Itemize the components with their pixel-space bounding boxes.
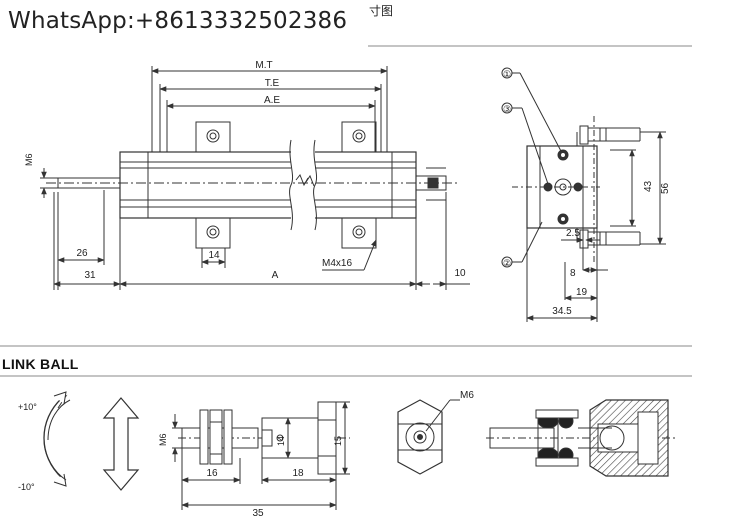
mount-tab-top-left: [195, 121, 231, 153]
dim-26-label: 26: [76, 248, 88, 259]
link-d16-label: 16: [206, 468, 218, 479]
mount-tab-top-right: [341, 121, 377, 153]
dim-te-label: T.E: [265, 78, 280, 89]
angle-pos-label: +10°: [18, 402, 37, 412]
angle-arc-icon: [43, 397, 63, 479]
side-view-group: ① ③ ② 43 56 2.5 8 19 34.5: [501, 67, 671, 322]
dim-31-label: 31: [84, 270, 96, 281]
mount-tab-bottom-right: [341, 217, 377, 249]
dim-43-label: 43: [643, 180, 654, 192]
break-symbol: [289, 139, 294, 231]
link-ball-section-title: LINK BALL: [2, 356, 79, 372]
angle-neg-label: -10°: [18, 482, 35, 492]
dim-34-5-label: 34.5: [552, 306, 572, 317]
dim-m6-label: M6: [24, 153, 34, 166]
top-view-group: M.T T.E A.E M6: [24, 60, 470, 290]
dim-56-label: 56: [660, 182, 671, 194]
whatsapp-contact-text: WhatsApp:+8613332502386: [8, 8, 348, 34]
dim-10-label: 10: [454, 268, 466, 279]
mount-tab-bottom-left: [195, 217, 231, 249]
link-m6-callout: M6: [460, 390, 474, 401]
watermark-banner: WhatsApp:+8613332502386: [0, 0, 368, 46]
section-stud: [489, 427, 555, 449]
dim-a-label: A: [272, 270, 279, 281]
double-arrow-icon: [102, 397, 140, 491]
callout-1-label: ①: [503, 69, 511, 79]
link-d15-label: 15: [333, 436, 343, 446]
callout-3-label: ③: [503, 104, 511, 114]
callout-2-label: ②: [503, 258, 511, 268]
dim-ae-label: A.E: [264, 95, 280, 106]
header-fragment-text: 寸图: [369, 4, 394, 18]
m4x16-label: M4x16: [322, 258, 352, 269]
link-d18-label: 18: [292, 468, 304, 479]
dim-19-label: 19: [576, 287, 588, 298]
dim-2-5-label: 2.5: [566, 228, 580, 239]
link-m6-label: M6: [158, 433, 168, 446]
link-ball-group: +10° -10° M6 14 15 16 18 35: [18, 390, 678, 519]
dim-8-label: 8: [570, 268, 576, 279]
dim-mt-label: M.T: [255, 60, 272, 71]
link-d35-label: 35: [252, 508, 264, 519]
right-rod-end: [415, 175, 447, 191]
dim-14-label: 14: [208, 250, 220, 261]
link-d14-label: 14: [276, 436, 286, 446]
